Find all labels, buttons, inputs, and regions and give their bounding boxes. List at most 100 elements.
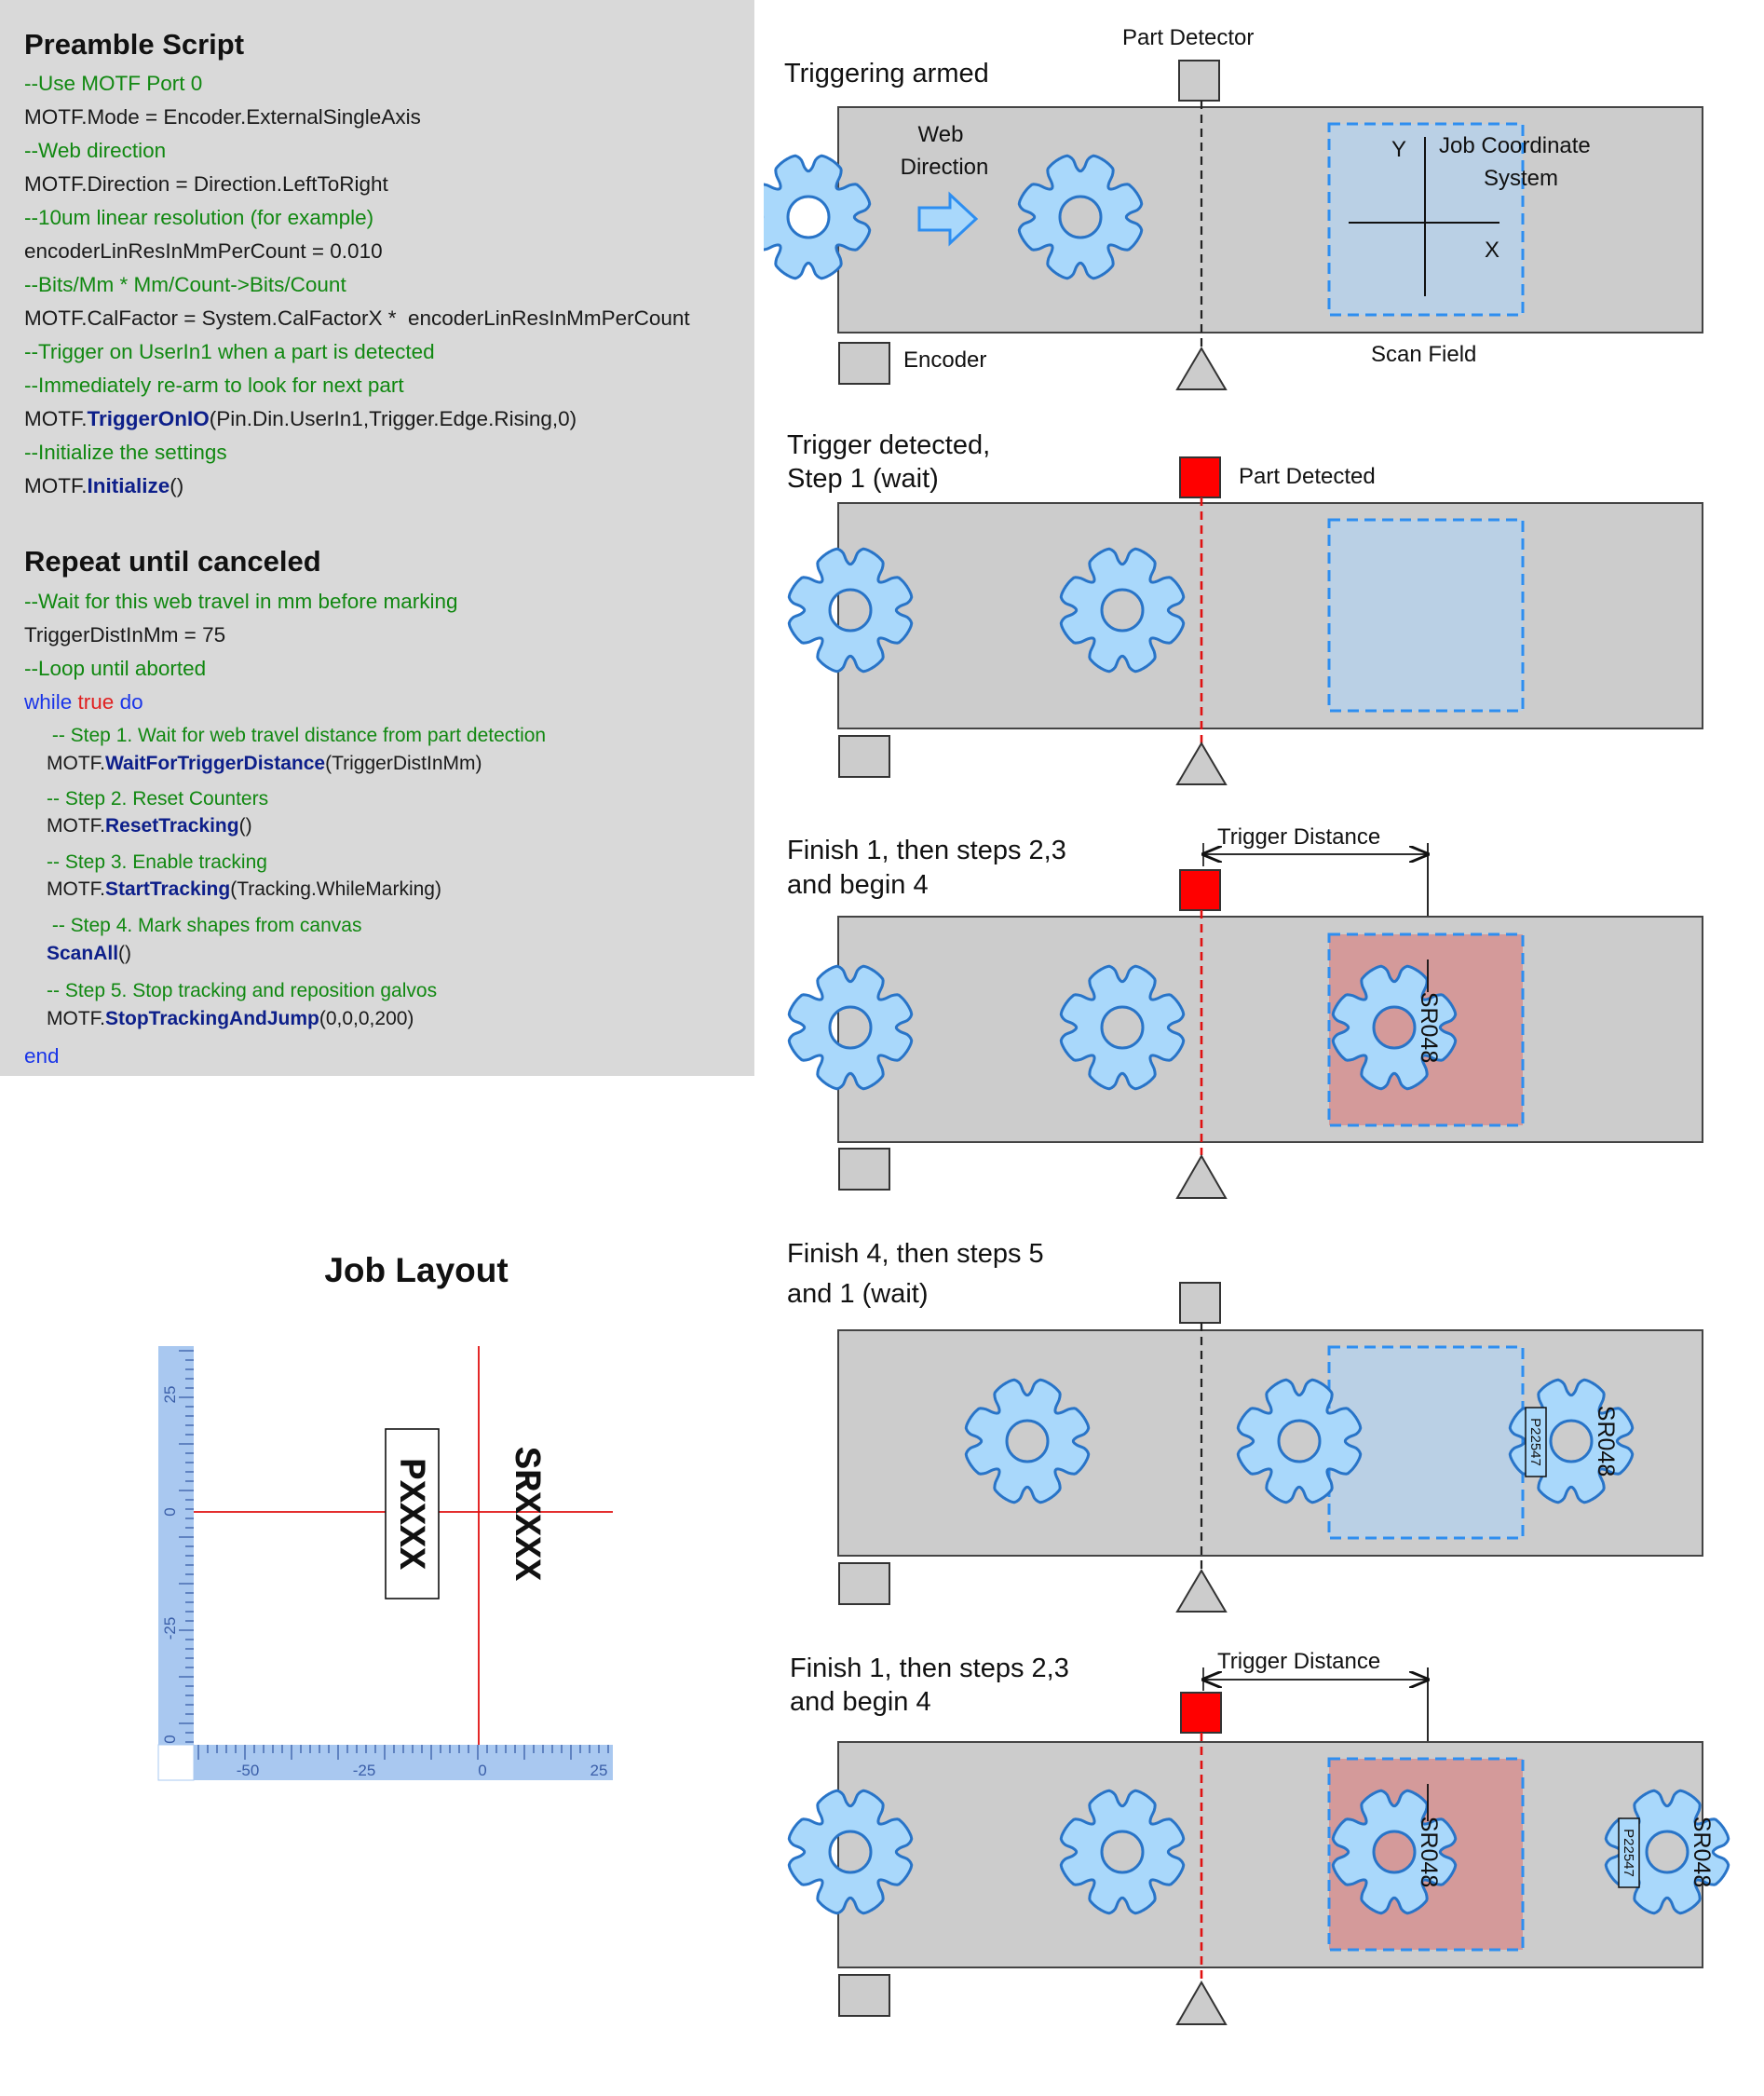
code-token: MOTF. (47, 1008, 105, 1029)
code-token: () (170, 474, 184, 497)
code-token: MOTF.CalFactor = System.CalFactorX * enc… (24, 306, 690, 330)
mark-sr-text: SR048 (1689, 1817, 1715, 1887)
code-token: Initialize (87, 474, 170, 497)
code-line: encoderLinResInMmPerCount = 0.010 (24, 238, 383, 265)
panel-5-title-2: and begin 4 (790, 1687, 931, 1717)
code-token: --Bits/Mm * Mm/Count->Bits/Count (24, 273, 346, 296)
code-token: true (77, 690, 120, 714)
code-token: --Loop until aborted (24, 657, 207, 680)
code-line: MOTF.Initialize() (24, 473, 183, 499)
encoder-box (838, 735, 890, 778)
code-token: --Wait for this web travel in mm before … (24, 590, 458, 613)
web-belt (837, 502, 1703, 729)
web-direction-label-2: Direction (901, 155, 989, 180)
mark-sr-text: SR048 (1416, 992, 1442, 1063)
vertical-ruler (158, 1346, 194, 1780)
ruler-corner (157, 1744, 195, 1781)
gear-hole (1376, 1009, 1413, 1046)
triangle-marker (1175, 1154, 1228, 1199)
part-detector-label: Part Detector (1122, 25, 1254, 50)
code-line: --Initialize the settings (24, 440, 227, 466)
code-token: WaitForTriggerDistance (105, 753, 326, 774)
job-layout: Job Layout 25 0 -25 0 -50 -25 0 25 PXXXX… (157, 1251, 613, 1781)
scan-field-label: Scan Field (1371, 342, 1476, 367)
panel-5-title-1: Finish 1, then steps 2,3 (790, 1654, 1069, 1683)
panel-2-title-1: Trigger detected, (787, 430, 990, 460)
encoder-box (838, 1148, 890, 1191)
panel-1-title: Triggering armed (784, 59, 989, 88)
code-token: (Tracking.WhileMarking) (230, 878, 441, 900)
code-line: --Web direction (24, 138, 166, 164)
code-token: MOTF. (47, 878, 105, 900)
code-line: -- Step 4. Mark shapes from canvas (47, 913, 362, 939)
gear-hole (1376, 1833, 1413, 1871)
code-line: --Immediately re-arm to look for next pa… (24, 373, 404, 399)
code-line: MOTF.StopTrackingAndJump(0,0,0,200) (47, 1006, 414, 1032)
encoder-label: Encoder (903, 347, 986, 373)
encoder-box (838, 342, 890, 385)
code-line: --Bits/Mm * Mm/Count->Bits/Count (24, 272, 346, 298)
repeat-title: Repeat until canceled (24, 545, 321, 578)
panel-3: Finish 1, then steps 2,3 and begin 4 Tri… (787, 824, 1703, 1199)
panel-5: Finish 1, then steps 2,3 and begin 4 Tri… (787, 1649, 1730, 2025)
x-tick-label: -50 (237, 1762, 260, 1779)
code-token: --Trigger on UserIn1 when a part is dete… (24, 340, 435, 363)
axis-y-label: Y (1391, 137, 1406, 162)
code-token: TriggerOnIO (87, 407, 210, 430)
panel-3-title-2: and begin 4 (787, 870, 929, 900)
code-line: -- Step 3. Enable tracking (47, 850, 267, 876)
code-line: --10um linear resolution (for example) (24, 205, 373, 231)
y-tick-label: -25 (161, 1617, 179, 1640)
code-line: MOTF.ResetTracking() (47, 813, 252, 839)
code-line: TriggerDistInMm = 75 (24, 622, 225, 648)
panel-4-title-2: and 1 (wait) (787, 1279, 929, 1309)
code-line: ScanAll() (47, 941, 131, 967)
part-detector-sensor (1179, 456, 1221, 498)
mark-sr-text: SR048 (1416, 1817, 1442, 1887)
code-line: MOTF.TriggerOnIO(Pin.Din.UserIn1,Trigger… (24, 406, 577, 432)
trigger-distance-label: Trigger Distance (1217, 1649, 1380, 1674)
job-coord-label-1: Job Coordinate (1439, 133, 1591, 158)
code-token: MOTF. (47, 815, 105, 837)
triangle-marker (1175, 1569, 1228, 1613)
web-belt (837, 1741, 1703, 1968)
part-detector-sensor (1179, 869, 1221, 911)
code-line: --Loop until aborted (24, 656, 206, 682)
mark-sr-text: SR048 (1593, 1406, 1619, 1477)
y-tick-label: 25 (161, 1386, 179, 1404)
code-token: ResetTracking (105, 815, 239, 837)
code-token: -- Step 4. Mark shapes from canvas (47, 915, 362, 936)
horizontal-ruler-ticks (197, 1745, 609, 1760)
trigger-distance-label: Trigger Distance (1217, 824, 1380, 850)
mark-p-box (1525, 1407, 1547, 1477)
job-text-2: SRXXXX (504, 1447, 546, 1581)
code-line: MOTF.Direction = Direction.LeftToRight (24, 171, 388, 197)
code-token: (TriggerDistInMm) (325, 753, 482, 774)
job-text-box (385, 1428, 440, 1599)
y-tick-label: 0 (161, 1507, 179, 1516)
scan-field-box (1327, 518, 1525, 713)
triangle-marker (1175, 347, 1228, 390)
panel-4: Finish 4, then steps 5 and 1 (wait) P225… (787, 1239, 1703, 1613)
code-token: MOTF.Direction = Direction.LeftToRight (24, 172, 388, 196)
code-line: MOTF.Mode = Encoder.ExternalSingleAxis (24, 104, 421, 130)
code-token: --Initialize the settings (24, 441, 227, 464)
mark-p-box (1618, 1817, 1640, 1888)
mark-p-text: P22547 (1527, 1418, 1543, 1466)
x-tick-label: -25 (353, 1762, 376, 1779)
code-token: StartTracking (105, 878, 231, 900)
encoder-box (838, 1974, 890, 2017)
part-detector-sensor (1180, 1692, 1222, 1734)
code-token: ScanAll (47, 943, 119, 964)
code-line: -- Step 2. Reset Counters (47, 786, 268, 812)
code-token: --10um linear resolution (for example) (24, 206, 374, 229)
encoder-box (838, 1562, 890, 1605)
code-token: () (118, 943, 132, 964)
code-token: MOTF. (47, 753, 105, 774)
scan-field-box (1327, 1345, 1525, 1540)
web-belt (837, 916, 1703, 1143)
part-detector-sensor (1179, 1282, 1221, 1324)
code-token: -- Step 5. Stop tracking and reposition … (47, 980, 438, 1001)
code-token: MOTF. (24, 474, 88, 497)
